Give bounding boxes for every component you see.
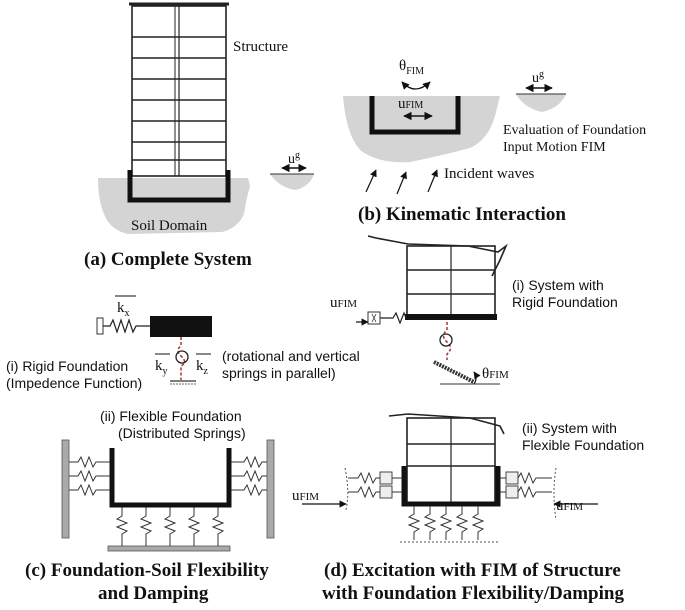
kz-label: kz [196, 358, 209, 377]
ufim-label-rigid: uFIM [330, 295, 357, 311]
caption-c-line2: and Damping [98, 583, 209, 604]
theta-fim-label-d: θFIM [482, 366, 509, 382]
rotational-spring [170, 337, 196, 385]
soil-domain-shape [98, 178, 250, 234]
evaluation-line2: Input Motion FIM [503, 140, 606, 155]
panel-d-excitation-with-fim: uFIM θFIM (i) System with Rigid Foundati… [292, 235, 644, 604]
rigid-foundation-line2: (Impedence Function) [6, 375, 142, 391]
panel-a-complete-system: Structure ug Soil Domain (a) Complete Sy… [84, 2, 314, 270]
caption-c-line1: (c) Foundation-Soil Flexibility [25, 560, 269, 581]
soil-domain-label: Soil Domain [131, 218, 208, 234]
flexible-foundation-line2: (Distributed Springs) [118, 425, 246, 441]
u-fim-label: uFIM [398, 96, 423, 112]
structure-label: Structure [233, 39, 288, 55]
soil-domain-b [343, 96, 500, 163]
flexible-foundation-model [61, 439, 275, 552]
caption-a: (a) Complete System [84, 249, 252, 270]
rigid-foundation-system [356, 235, 508, 385]
flexible-system-line2: Flexible Foundation [522, 437, 644, 453]
springs-line2: springs in parallel) [222, 365, 336, 381]
building-frame [129, 2, 229, 177]
panel-b-kinematic-interaction: θFIM uFIM ug Evaluation of Foundation In… [343, 58, 646, 225]
incident-waves-label: Incident waves [444, 166, 535, 182]
rigid-system-line2: Rigid Foundation [512, 294, 618, 310]
theta-fim-label: θFIM [399, 58, 424, 77]
rigid-foundation-block [150, 316, 212, 337]
ug-label-b: ug [532, 69, 544, 86]
ufim-label-left: uFIM [292, 488, 319, 504]
caption-d-line1: (d) Excitation with FIM of Structure [324, 560, 621, 581]
kx-label: kx [117, 300, 130, 319]
incident-wave-arrows [365, 169, 438, 195]
flexible-system-line1: (ii) System with [522, 420, 617, 436]
flexible-foundation-line1: (ii) Flexible Foundation [100, 408, 242, 424]
ug-label: ug [288, 150, 300, 167]
rigid-system-line1: (i) System with [512, 277, 604, 293]
caption-b: (b) Kinematic Interaction [358, 204, 566, 225]
massless-foundation [369, 96, 461, 135]
ky-label: ky [155, 358, 168, 377]
evaluation-line1: Evaluation of Foundation [503, 123, 646, 138]
flexible-foundation-system [302, 413, 598, 543]
caption-d-line2: with Foundation Flexibility/Damping [322, 583, 624, 604]
springs-line1: (rotational and vertical [222, 348, 360, 364]
panel-c-foundation-soil-flexibility: kx ky kz (i) Rigid Foundation (Impedence… [6, 295, 360, 604]
rigid-foundation-line1: (i) Rigid Foundation [6, 358, 128, 374]
rotation-arrow [401, 81, 431, 90]
ground-motion-symbol: ug [270, 150, 314, 190]
ufim-label-right: uFIM [556, 498, 583, 514]
foundation-box [127, 170, 231, 203]
horizontal-spring [103, 318, 150, 334]
